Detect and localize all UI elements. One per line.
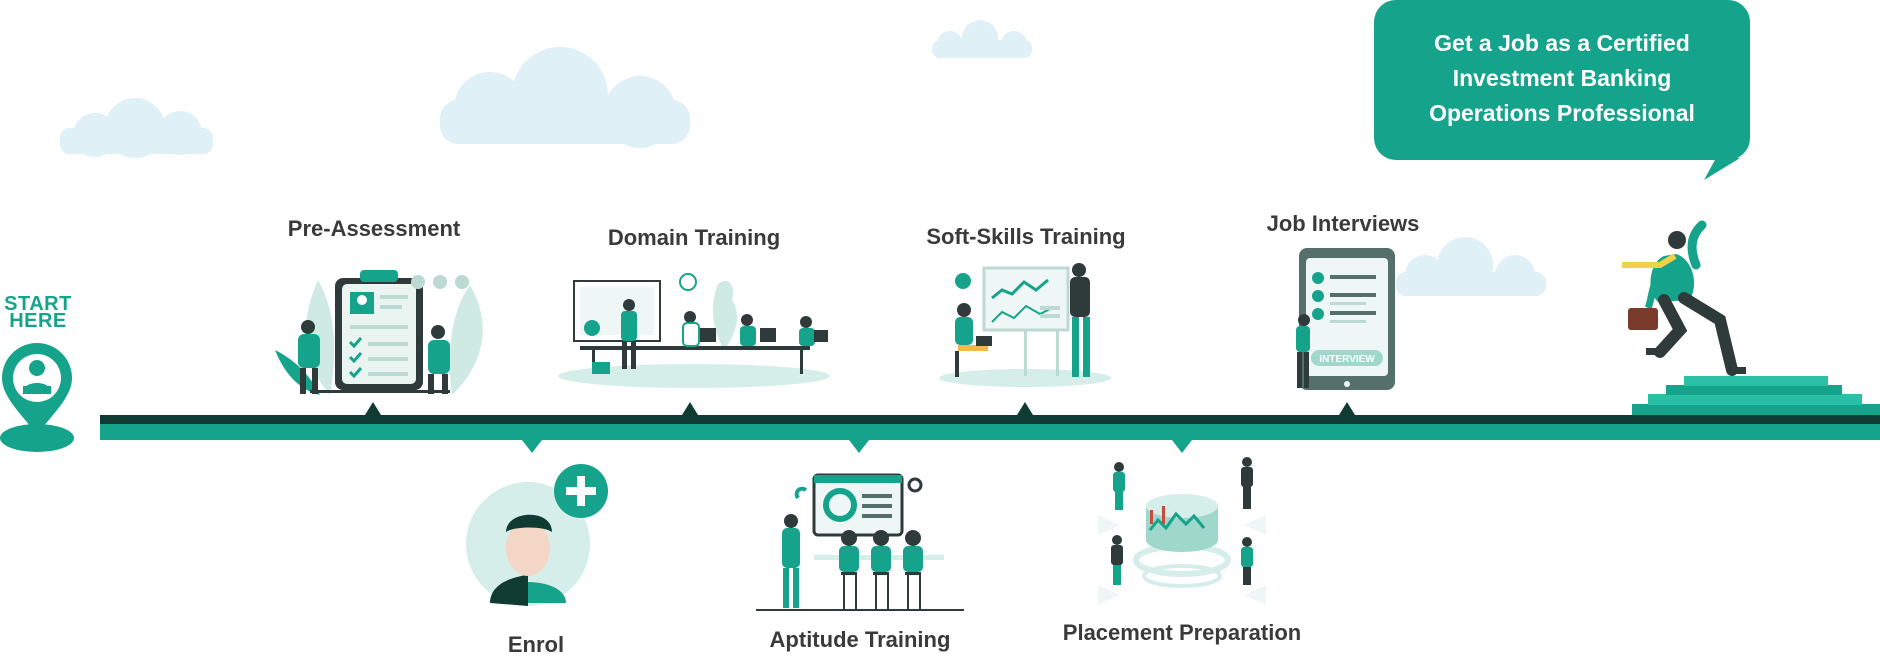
goal-speech-bubble: Get a Job as a Certified Investment Bank… [1374, 0, 1750, 160]
step-label-placement-preparation: Placement Preparation [1062, 620, 1302, 645]
add-icon [554, 464, 608, 518]
timeline-markers-top [365, 402, 1355, 415]
domain-training-illustration [558, 273, 830, 388]
success-podium [1632, 376, 1880, 415]
pre-assessment-illustration [275, 270, 483, 395]
timeline-bar [100, 415, 1880, 440]
cloud-icon [60, 98, 213, 158]
enrol-illustration [466, 482, 590, 606]
step-label-enrol: Enrol [507, 632, 565, 657]
step-label-domain-training: Domain Training [607, 225, 781, 250]
step-label-soft-skills-training: Soft-Skills Training [926, 224, 1126, 249]
step-label-job-interviews: Job Interviews [1266, 211, 1420, 236]
cloud-icon [440, 47, 690, 148]
placement-preparation-illustration [1098, 457, 1266, 605]
step-label-aptitude-training: Aptitude Training [769, 627, 951, 652]
step-label-pre-assessment: Pre-Assessment [287, 216, 461, 241]
goal-text: Get a Job as a Certified Investment Bank… [1429, 30, 1695, 126]
map-pin-icon [0, 343, 74, 452]
soft-skills-training-illustration [939, 263, 1111, 387]
interview-badge-text: INTERVIEW [1319, 354, 1375, 365]
cloud-icon [932, 20, 1032, 58]
timeline-markers-bottom [522, 440, 1192, 453]
jumping-man-illustration [1622, 220, 1746, 376]
cloud-icon [1396, 237, 1546, 296]
start-here-label: START HERE [4, 293, 72, 332]
aptitude-training-illustration [756, 473, 964, 611]
job-interviews-illustration: INTERVIEW [1296, 248, 1395, 390]
